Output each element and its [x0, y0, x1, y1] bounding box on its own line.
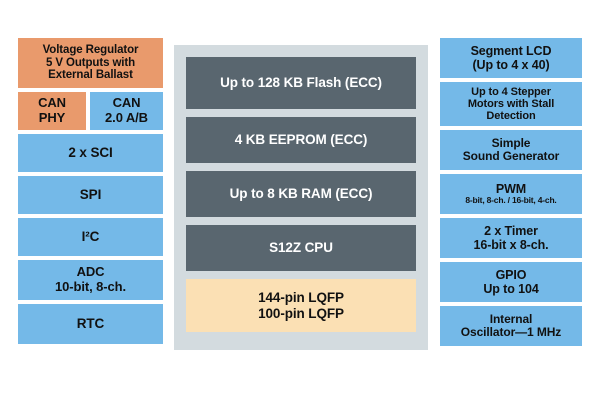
block-can-phy[interactable]: CAN PHY — [18, 92, 86, 130]
timer-line-2: 16-bit x 8-ch. — [473, 238, 549, 252]
i2c-line-1: I²C — [81, 229, 100, 245]
oscillator-line-1: Internal — [489, 311, 533, 326]
stepper-line-3: Detection — [486, 110, 536, 123]
voltage-regulator-line-3: External Ballast — [48, 69, 133, 82]
block-internal-oscillator[interactable]: Internal Oscillator—1 MHz — [440, 306, 582, 346]
block-ram[interactable]: Up to 8 KB RAM (ECC) — [186, 171, 416, 217]
sound-line-1: Simple — [491, 135, 531, 150]
can-phy-line-2: PHY — [38, 110, 66, 125]
block-gpio[interactable]: GPIO Up to 104 — [440, 262, 582, 302]
block-package-lqfp[interactable]: 144-pin LQFP 100-pin LQFP — [186, 279, 416, 332]
voltage-regulator-line-2: 5 V Outputs with — [45, 56, 136, 69]
timer-line-1: 2 x Timer — [484, 224, 538, 238]
ram-line-1: Up to 8 KB RAM (ECC) — [229, 186, 373, 202]
block-rtc[interactable]: RTC — [18, 304, 163, 344]
eeprom-line-1: 4 KB EEPROM (ECC) — [234, 132, 368, 148]
block-i2c[interactable]: I²C — [18, 218, 163, 256]
can-20-line-1: CAN — [112, 95, 141, 111]
adc-line-2: 10-bit, 8-ch. — [55, 279, 126, 294]
stepper-line-2: Motors with Stall — [467, 97, 555, 110]
block-pwm[interactable]: PWM 8-bit, 8-ch. / 16-bit, 4-ch. — [440, 174, 582, 214]
gpio-line-2: Up to 104 — [483, 282, 539, 296]
block-cpu[interactable]: S12Z CPU — [186, 225, 416, 271]
pwm-line-1: PWM — [495, 182, 527, 197]
segment-lcd-line-2: (Up to 4 x 40) — [472, 58, 550, 72]
cpu-line-1: S12Z CPU — [269, 240, 333, 256]
right-peripheral-column: Segment LCD (Up to 4 x 40) Up to 4 Stepp… — [440, 38, 582, 350]
flash-line-1: Up to 128 KB Flash (ECC) — [220, 75, 382, 91]
block-eeprom[interactable]: 4 KB EEPROM (ECC) — [186, 117, 416, 163]
core-memory-panel: Up to 128 KB Flash (ECC) 4 KB EEPROM (EC… — [174, 45, 428, 350]
block-voltage-regulator[interactable]: Voltage Regulator 5 V Outputs with Exter… — [18, 38, 163, 88]
voltage-regulator-line-1: Voltage Regulator — [42, 43, 139, 56]
block-spi[interactable]: SPI — [18, 176, 163, 214]
can-20-line-2: 2.0 A/B — [105, 110, 148, 125]
left-peripheral-column: Voltage Regulator 5 V Outputs with Exter… — [18, 38, 163, 350]
block-sci[interactable]: 2 x SCI — [18, 134, 163, 172]
block-stepper-motors[interactable]: Up to 4 Stepper Motors with Stall Detect… — [440, 82, 582, 126]
oscillator-line-2: Oscillator—1 MHz — [460, 325, 562, 339]
block-timer[interactable]: 2 x Timer 16-bit x 8-ch. — [440, 218, 582, 258]
rtc-line-1: RTC — [76, 316, 105, 332]
spi-line-1: SPI — [79, 187, 102, 203]
gpio-line-1: GPIO — [495, 268, 527, 282]
block-can-2-0-ab[interactable]: CAN 2.0 A/B — [90, 92, 163, 130]
package-line-2: 100-pin LQFP — [258, 305, 344, 321]
segment-lcd-line-1: Segment LCD — [470, 44, 552, 58]
block-flash[interactable]: Up to 128 KB Flash (ECC) — [186, 57, 416, 109]
stepper-line-1: Up to 4 Stepper — [471, 85, 551, 98]
adc-line-1: ADC — [76, 264, 105, 280]
sci-line-1: 2 x SCI — [68, 145, 113, 161]
sound-line-2: Sound Generator — [462, 149, 560, 163]
can-phy-line-1: CAN — [38, 95, 66, 111]
pwm-line-2: 8-bit, 8-ch. / 16-bit, 4-ch. — [465, 195, 557, 206]
block-adc[interactable]: ADC 10-bit, 8-ch. — [18, 260, 163, 300]
block-sound-generator[interactable]: Simple Sound Generator — [440, 130, 582, 170]
block-segment-lcd[interactable]: Segment LCD (Up to 4 x 40) — [440, 38, 582, 78]
package-line-1: 144-pin LQFP — [258, 290, 344, 306]
